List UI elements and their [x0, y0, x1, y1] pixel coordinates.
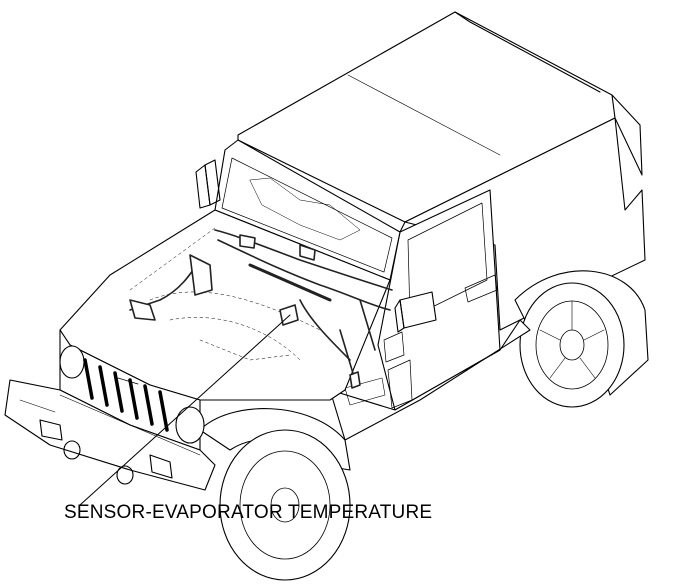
front-wheel [199, 408, 351, 581]
front-bumper [4, 379, 216, 491]
callout-label-evaporator-sensor: SENSOR-EVAPORATOR TEMPERATURE [64, 502, 433, 523]
side-mirror [394, 291, 437, 333]
windshield-frame [195, 139, 401, 281]
front-grille [59, 329, 205, 451]
wiring-harness [129, 229, 393, 389]
driver-door [377, 189, 501, 411]
rear-wheel [514, 270, 649, 408]
callout-leader-line [79, 314, 291, 506]
body-side [329, 319, 531, 441]
